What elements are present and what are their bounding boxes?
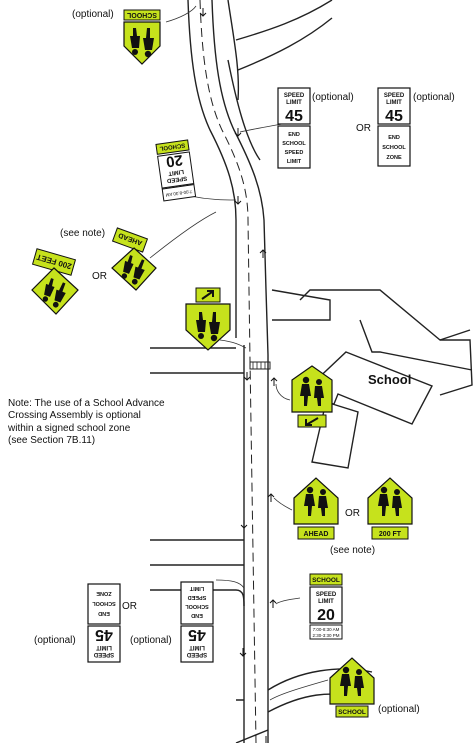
school-building: School [305,351,433,469]
svg-text:SPEED: SPEED [384,93,405,99]
svg-text:SPEED: SPEED [285,150,304,156]
end-school-zone-assembly: SPEED LIMIT 45 END SCHOOL ZONE (optional… [377,87,455,167]
svg-text:20: 20 [317,607,335,624]
end-school-speed-limit-assembly-rotated: SPEED LIMIT 45 END SCHOOL SPEED LIMIT [180,581,214,663]
school-plaque-top: SCHOOL [126,11,157,18]
or-label-end-zone: OR [356,123,371,134]
school-driveway [271,289,331,321]
svg-text:END: END [388,135,400,141]
see-note-label-top: (see note) [60,228,105,239]
svg-text:20: 20 [165,151,184,170]
side-road-west [227,0,240,101]
svg-text:7:00-8:30 AM: 7:00-8:30 AM [165,189,192,198]
end-school-zone-assembly-rotated: SPEED LIMIT 45 END SCHOOL ZONE [87,583,121,663]
svg-text:7:00-8:30 AM: 7:00-8:30 AM [313,627,340,632]
200ft-plaque-label: 200 FT [379,531,402,538]
or-label-200ft: OR [345,508,360,519]
school-crossing-sign-at-crosswalk [291,365,333,428]
svg-text:SPEED: SPEED [186,651,207,657]
cross-street [150,347,244,374]
school-crossing-assembly-top: SCHOOL (optional) [72,9,161,65]
school-speed-limit-20-assembly: SCHOOL SPEED LIMIT 20 7:00-8:30 AM 2:30-… [309,573,343,640]
sign-location-markers [199,8,278,743]
school-advance-ahead-assembly: AHEAD [111,227,157,291]
school-building-label: School [368,372,411,387]
lower-west-street [150,539,244,566]
svg-text:LIMIT: LIMIT [318,599,334,605]
svg-text:SCHOOL: SCHOOL [159,141,186,151]
svg-text:LIMIT: LIMIT [189,644,205,650]
main-road-east-edge [211,0,269,743]
svg-text:SCHOOL: SCHOOL [282,141,306,147]
svg-text:SCHOOL: SCHOOL [185,603,209,609]
optional-label-speed-45: (optional) [312,92,354,103]
optional-label-bottom-right: (optional) [378,704,420,715]
svg-text:LIMIT: LIMIT [96,644,112,650]
top-right-road [235,0,333,41]
svg-text:45: 45 [285,108,303,125]
svg-text:SCHOOL: SCHOOL [382,145,406,151]
or-label-bottom: OR [122,601,137,612]
svg-text:LIMIT: LIMIT [287,159,302,165]
ahead-plaque-label: AHEAD [304,531,329,538]
crosswalk [249,361,271,370]
roads [150,0,473,743]
school-assembly-bottom: SCHOOL (optional) [329,657,420,718]
or-label-ahead: OR [92,271,107,282]
svg-text:45: 45 [188,626,206,643]
crossing-assembly-note: Note: The use of a School Advance Crossi… [8,398,165,446]
svg-text:SPEED: SPEED [284,93,305,99]
optional-label-top: (optional) [72,9,114,20]
svg-text:SPEED: SPEED [166,174,188,183]
svg-text:END: END [191,612,203,618]
svg-text:SCHOOL: SCHOOL [312,577,340,584]
school-speed-limit-20-assembly-rotated: 7:00-8:30 AM SPEED LIMIT 20 SCHOOL [155,139,197,202]
svg-text:ZONE: ZONE [96,590,112,596]
see-note-label-bottom: (see note) [330,545,375,556]
svg-text:45: 45 [95,626,113,643]
leader-lines [149,5,329,701]
school-advance-ahead-sign: AHEAD [293,477,339,540]
svg-text:SCHOOL: SCHOOL [92,600,116,606]
svg-text:SPEED: SPEED [316,592,337,598]
school-advance-200-feet-assembly: (see note) 200 FEET [31,228,105,315]
main-road-centerline [199,0,257,743]
optional-label-bottom-center: (optional) [130,635,172,646]
svg-text:LIMIT: LIMIT [167,168,184,176]
school-crossing-sign-with-arrow [185,287,231,351]
svg-text:45: 45 [385,108,403,125]
svg-text:END: END [288,132,300,138]
svg-text:SPEED: SPEED [93,651,114,657]
svg-text:LIMIT: LIMIT [386,100,402,106]
end-school-speed-limit-assembly: SPEED LIMIT 45 END SCHOOL SPEED LIMIT (o… [277,87,354,169]
main-road-west-edge [187,0,245,743]
svg-text:END: END [98,610,110,616]
svg-text:2:30-3:30 PM: 2:30-3:30 PM [312,633,339,638]
svg-text:LIMIT: LIMIT [189,585,204,591]
svg-text:ZONE: ZONE [386,155,402,161]
school-advance-200-ft-sign: 200 FT (see note) [330,477,413,556]
optional-label-end-zone: (optional) [413,92,455,103]
school-plaque-bottom: SCHOOL [338,709,366,716]
optional-label-bottom-left: (optional) [34,635,76,646]
svg-text:LIMIT: LIMIT [286,100,302,106]
svg-text:SPEED: SPEED [188,594,207,600]
